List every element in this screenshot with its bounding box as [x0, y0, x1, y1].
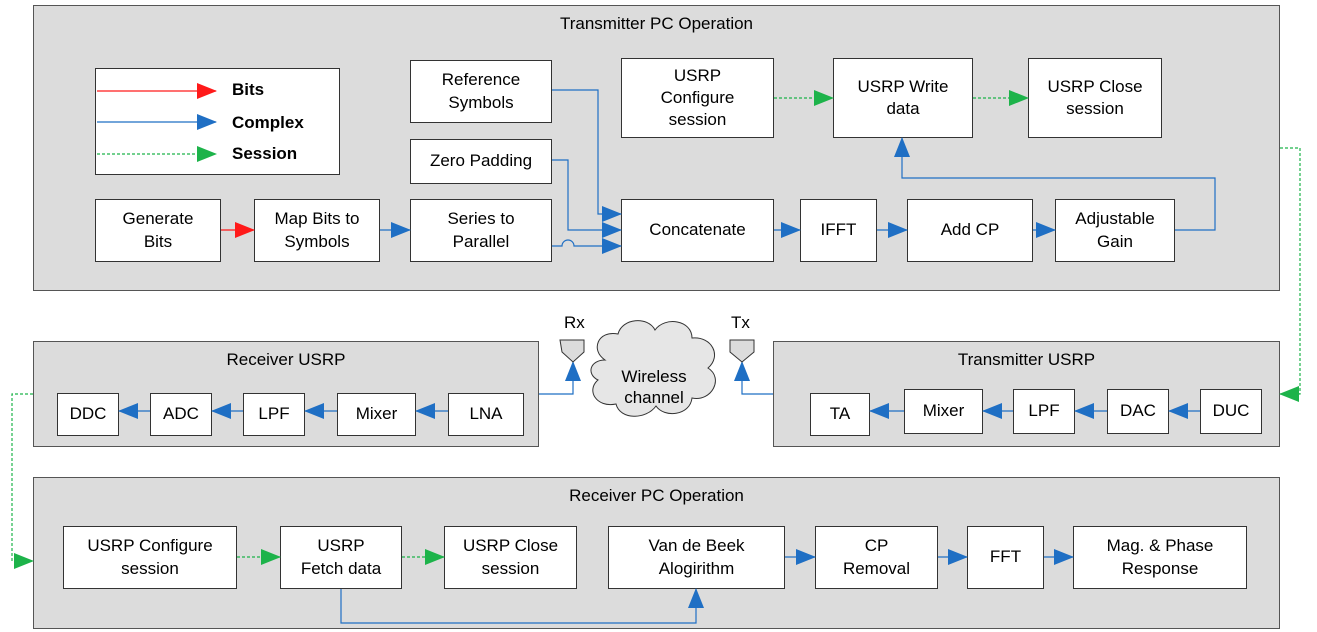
wireless-channel-label: Wireless channel	[621, 367, 687, 408]
arrow-fetch-to-vandebeek	[340, 588, 704, 624]
generate-bits-block: Generate Bits	[95, 199, 221, 262]
receiver-pc-title: Receiver PC Operation	[569, 486, 744, 505]
transmitter-pc-title: Transmitter PC Operation	[559, 14, 754, 33]
reference-symbols-block: Reference Symbols	[410, 60, 552, 123]
usrp-close-session-block: USRP Close session	[1028, 58, 1162, 138]
fft-block: FFT	[967, 526, 1044, 589]
legend-session-label: Session	[232, 144, 298, 163]
session-arrow-rxusrp-to-rxpc	[11, 393, 34, 569]
rx-lna-block: LNA	[448, 393, 524, 436]
session-arrow-txpc-to-txusrp	[1279, 147, 1301, 402]
arrow-reference-to-concatenate	[552, 89, 622, 222]
van-de-beek-block: Van de Beek Alogirithm	[608, 526, 785, 589]
arrow-gain-to-usrp-write	[894, 137, 1216, 231]
rx-antenna-label: Rx	[564, 313, 585, 332]
tx-antenna-icon	[729, 339, 755, 363]
usrp-write-data-block: USRP Write data	[833, 58, 973, 138]
tx-dac-block: DAC	[1107, 389, 1169, 434]
concatenate-block: Concatenate	[621, 199, 774, 262]
adjustable-gain-block: Adjustable Gain	[1055, 199, 1175, 262]
arrow-zeropad-to-concatenate	[552, 159, 622, 238]
wireless-channel-cloud-icon	[590, 320, 716, 417]
rx-mixer-block: Mixer	[337, 393, 416, 436]
arrow-txusrp-to-antenna	[734, 361, 773, 395]
series-to-parallel-block: Series to Parallel	[410, 199, 552, 262]
rx-antenna-icon	[559, 339, 585, 363]
legend-bits-label: Bits	[232, 80, 265, 99]
ifft-block: IFFT	[800, 199, 877, 262]
tx-antenna-label: Tx	[731, 313, 750, 332]
rx-usrp-configure-session-block: USRP Configure session	[63, 526, 237, 589]
arrow-antenna-to-rxusrp	[539, 361, 581, 395]
receiver-usrp-title: Receiver USRP	[226, 350, 346, 369]
zero-padding-block: Zero Padding	[410, 139, 552, 184]
rx-ddc-block: DDC	[57, 393, 119, 436]
transmitter-usrp-title: Transmitter USRP	[957, 350, 1096, 369]
map-bits-to-symbols-block: Map Bits to Symbols	[254, 199, 380, 262]
mag-phase-response-block: Mag. & Phase Response	[1073, 526, 1247, 589]
arrow-series-to-concatenate	[552, 238, 622, 254]
rx-lpf-block: LPF	[243, 393, 305, 436]
tx-duc-block: DUC	[1200, 389, 1262, 434]
tx-ta-block: TA	[810, 393, 870, 436]
rx-adc-block: ADC	[150, 393, 212, 436]
add-cp-block: Add CP	[907, 199, 1033, 262]
usrp-configure-session-block: USRP Configure session	[621, 58, 774, 138]
rx-usrp-fetch-data-block: USRP Fetch data	[280, 526, 402, 589]
tx-mixer-block: Mixer	[904, 389, 983, 434]
cp-removal-block: CP Removal	[815, 526, 938, 589]
legend-complex-label: Complex	[232, 113, 304, 132]
